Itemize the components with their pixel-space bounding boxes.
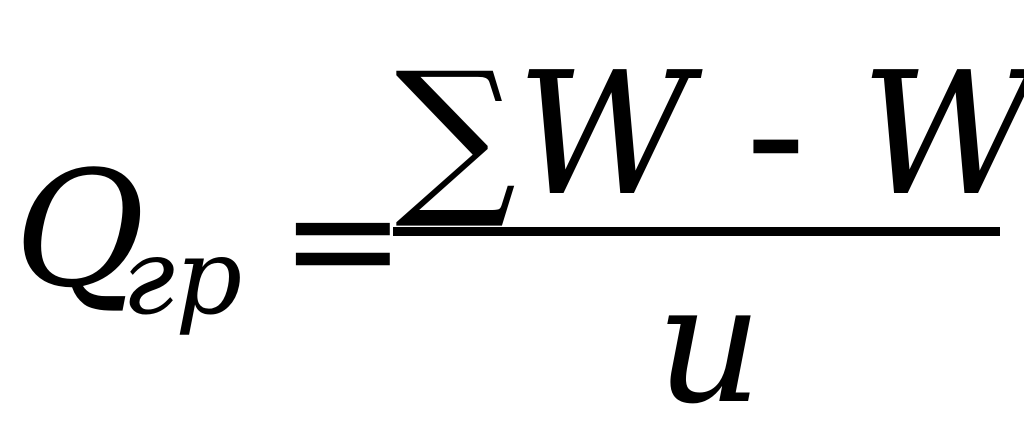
fraction-bar (393, 227, 1000, 236)
lhs-subscript: гр (122, 216, 243, 338)
numerator-term-1: W (516, 36, 692, 234)
numerator-term-2: W (860, 36, 1024, 234)
sum-symbol: ∑ (395, 36, 517, 234)
numerator: ∑W - W’ (395, 38, 1024, 220)
equals-sign: = (280, 153, 406, 327)
minus-operator: - (691, 36, 861, 234)
formula: Q гр = ∑W - W’ u (14, 38, 1024, 427)
lhs-symbol: Q (14, 136, 146, 323)
denominator: u (656, 248, 763, 440)
